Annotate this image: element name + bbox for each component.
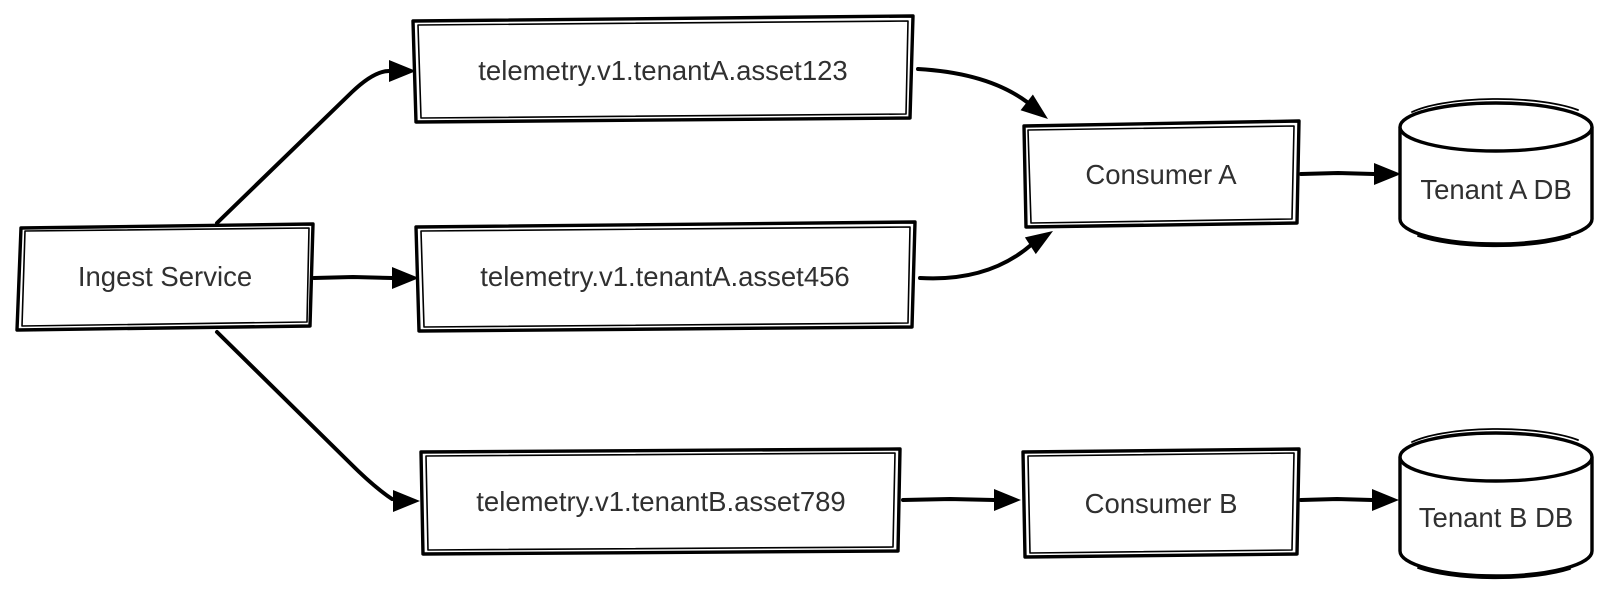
ingest-service-rectangle-echo bbox=[21, 227, 310, 327]
node-label: Consumer B bbox=[1085, 488, 1238, 519]
edge-consumer-a-to-tenant-a-db-arrowhead-icon bbox=[1374, 163, 1401, 185]
tenant-b-db-cylinder-bottom-echo bbox=[1417, 567, 1571, 580]
tenant-b-db-cylinder-top-echo bbox=[1411, 428, 1579, 443]
tenant-b-db-cylinder-top-shape bbox=[1398, 431, 1594, 483]
tenant-a-db-cylinder-body-shape bbox=[1398, 126, 1594, 246]
edge-consumer-a-to-tenant-a-db bbox=[1299, 163, 1401, 185]
node-label: telemetry.v1.tenantA.asset123 bbox=[478, 55, 847, 86]
edge-topic-a456-to-consumer-a-line bbox=[918, 243, 1033, 281]
edge-consumer-b-to-tenant-b-db-arrowhead-icon bbox=[1372, 489, 1399, 511]
node-ingest-service: Ingest Service bbox=[15, 222, 315, 332]
edge-ingest-to-topic-b789-arrowhead-icon bbox=[393, 490, 420, 512]
node-tenant-b-db: Tenant B DB bbox=[1398, 428, 1594, 580]
node-topic-tenant-b-asset789: telemetry.v1.tenantB.asset789 bbox=[419, 447, 902, 556]
edge-topic-a123-to-consumer-a-line bbox=[916, 67, 1029, 104]
topic-a456-rectangle-shape bbox=[414, 220, 917, 333]
edge-topic-a456-to-consumer-a-arrowhead-icon bbox=[1024, 231, 1053, 255]
edge-ingest-to-topic-a456-arrowhead-icon bbox=[392, 267, 419, 289]
topic-b789-rectangle-echo bbox=[425, 452, 896, 551]
topic-a123-rectangle-shape bbox=[411, 14, 915, 124]
tenant-b-db-cylinder-body-shape bbox=[1398, 456, 1594, 578]
edge-topic-b789-to-consumer-b-arrowhead-icon bbox=[994, 489, 1021, 511]
node-topic-tenant-a-asset123: telemetry.v1.tenantA.asset123 bbox=[411, 14, 915, 124]
consumer-a-rectangle-shape bbox=[1022, 119, 1301, 229]
ingest-service-rectangle-shape bbox=[15, 222, 315, 332]
consumer-a-rectangle-echo bbox=[1027, 125, 1295, 224]
node-label: Consumer A bbox=[1085, 159, 1237, 190]
tenant-a-db-cylinder-top-shape bbox=[1398, 101, 1594, 153]
edge-topic-b789-to-consumer-b-line bbox=[901, 497, 996, 502]
edge-topic-a456-to-consumer-a bbox=[918, 231, 1053, 281]
topic-a456-rectangle-echo bbox=[420, 226, 911, 328]
node-label: telemetry.v1.tenantA.asset456 bbox=[480, 261, 849, 292]
edge-ingest-to-topic-b789 bbox=[215, 330, 420, 512]
node-label: telemetry.v1.tenantB.asset789 bbox=[476, 486, 845, 517]
edge-ingest-to-topic-a123-line bbox=[215, 69, 391, 225]
edge-consumer-b-to-tenant-b-db-line bbox=[1299, 497, 1374, 502]
edge-topic-a123-to-consumer-a-arrowhead-icon bbox=[1020, 94, 1048, 119]
edge-consumer-b-to-tenant-b-db bbox=[1299, 489, 1399, 511]
edge-ingest-to-topic-b789-line bbox=[215, 330, 394, 501]
edge-ingest-to-topic-a456-line bbox=[312, 275, 394, 280]
topic-a123-rectangle-echo bbox=[417, 20, 909, 119]
edge-ingest-to-topic-a123 bbox=[215, 60, 416, 225]
edge-topic-a123-to-consumer-a bbox=[916, 67, 1048, 119]
edge-ingest-to-topic-a123-arrowhead-icon bbox=[389, 60, 416, 82]
consumer-b-rectangle-echo bbox=[1027, 452, 1295, 554]
edge-ingest-to-topic-a456 bbox=[312, 267, 419, 289]
tenant-a-db-cylinder-top-echo bbox=[1411, 98, 1579, 113]
consumer-b-rectangle-shape bbox=[1021, 447, 1301, 559]
tenant-a-db-cylinder-bottom-echo bbox=[1417, 235, 1571, 248]
topic-b789-rectangle-shape bbox=[419, 447, 902, 556]
node-tenant-a-db: Tenant A DB bbox=[1398, 98, 1594, 248]
node-consumer-b: Consumer B bbox=[1021, 447, 1301, 559]
node-label: Tenant A DB bbox=[1420, 174, 1571, 205]
node-label: Ingest Service bbox=[78, 261, 252, 292]
node-label: Tenant B DB bbox=[1419, 502, 1573, 533]
edge-consumer-a-to-tenant-a-db-line bbox=[1299, 171, 1376, 176]
node-consumer-a: Consumer A bbox=[1022, 119, 1301, 229]
edge-topic-b789-to-consumer-b bbox=[901, 489, 1021, 511]
node-topic-tenant-a-asset456: telemetry.v1.tenantA.asset456 bbox=[414, 220, 917, 333]
